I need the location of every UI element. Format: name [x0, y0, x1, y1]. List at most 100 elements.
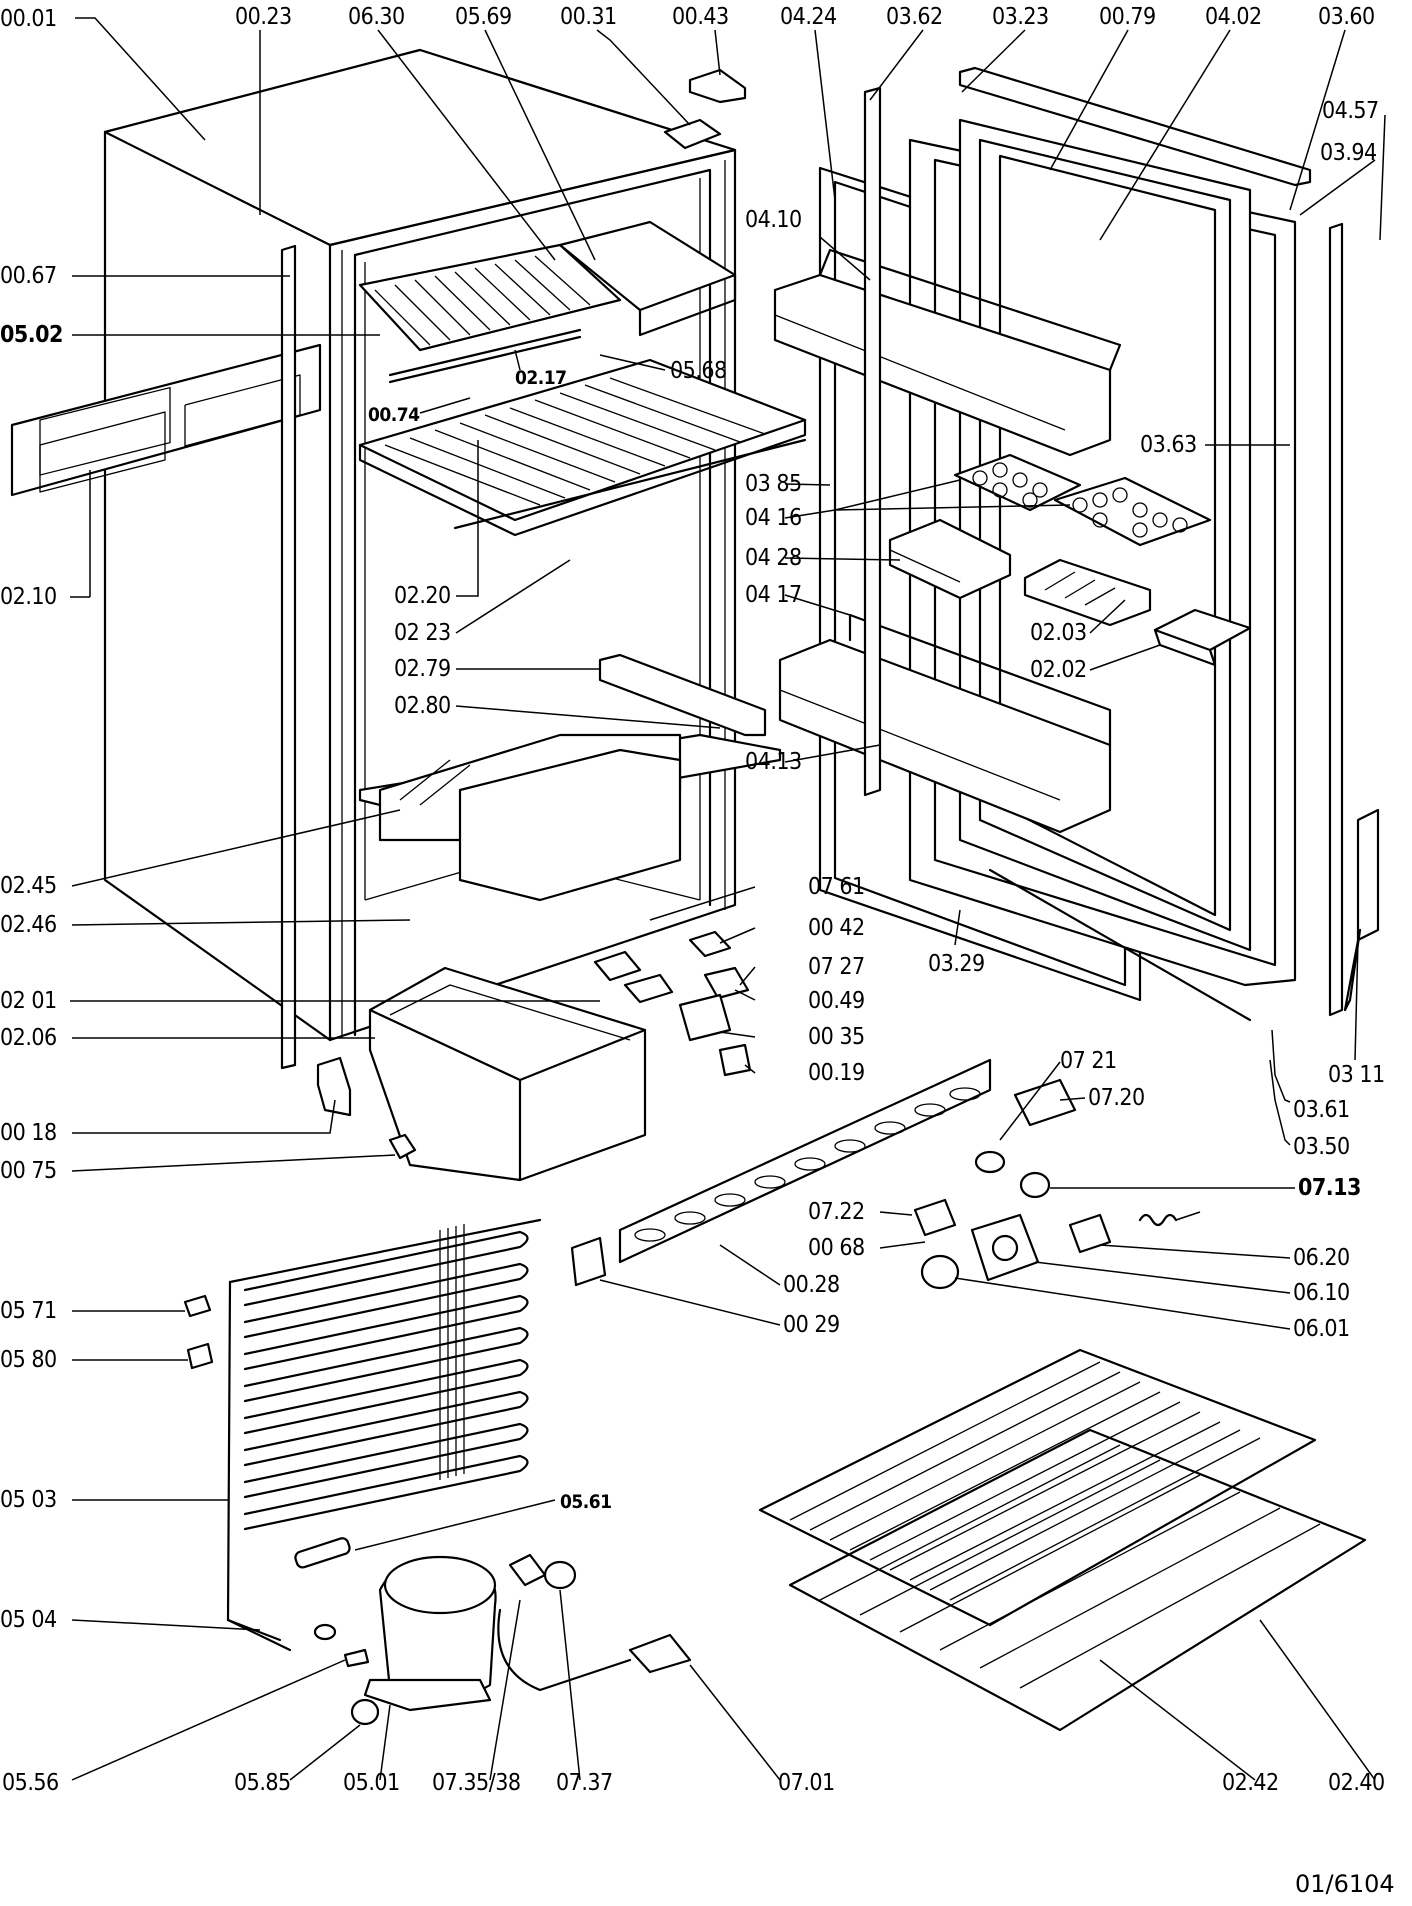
- part-label: 02.03: [1030, 620, 1087, 646]
- part-label: 05.68: [670, 358, 727, 384]
- part-label: 02.79: [394, 656, 451, 682]
- part-label: 02 01: [0, 988, 57, 1014]
- end-cap: [570, 1236, 607, 1287]
- evaporator: [358, 220, 737, 384]
- rail: [598, 653, 767, 737]
- part-label: 05 80: [0, 1347, 57, 1373]
- part-label: 02.06: [0, 1025, 57, 1051]
- glass-shelf: [358, 358, 807, 537]
- part-label: 00.43: [672, 4, 729, 30]
- top-bar: [958, 66, 1312, 187]
- part-label: 06.10: [1293, 1280, 1350, 1306]
- part-label: 07.20: [1088, 1085, 1145, 1111]
- part-label: 02.10: [0, 584, 57, 610]
- gasket-strip: [280, 244, 297, 1070]
- part-label: 05 71: [0, 1298, 57, 1324]
- part-label: 03.94: [1320, 140, 1377, 166]
- part-label: 04.10: [745, 207, 802, 233]
- crisper-cover: [358, 733, 782, 902]
- compressor: [226, 1537, 692, 1726]
- part-label: 02.46: [0, 912, 57, 938]
- part-label: 00 42: [808, 915, 865, 941]
- part-label: 05.01: [343, 1770, 400, 1796]
- drawer: [368, 966, 647, 1182]
- part-label: 04.02: [1205, 4, 1262, 30]
- part-label: 07.35/38: [432, 1770, 521, 1796]
- part-label: 03.60: [1318, 4, 1375, 30]
- part-label: 04 16: [745, 505, 802, 531]
- cabinet: [103, 48, 737, 1042]
- part-label: 03.23: [992, 4, 1049, 30]
- part-label: 02.20: [394, 583, 451, 609]
- part-label: 00 35: [808, 1024, 865, 1050]
- part-label: 02.02: [1030, 657, 1087, 683]
- part-label: 07.13: [1298, 1175, 1361, 1201]
- butter-dish: [888, 518, 1012, 600]
- part-label: 02.45: [0, 873, 57, 899]
- part-label: 00 29: [783, 1312, 840, 1338]
- hinge-strip: [1328, 222, 1380, 1017]
- ice-tray: [1023, 558, 1152, 627]
- hinge-bracket: [316, 1056, 352, 1117]
- part-label: 02 23: [394, 620, 451, 646]
- leader-lines: [70, 17, 1386, 1781]
- part-label: 02.42: [1222, 1770, 1279, 1796]
- foot: [388, 1133, 417, 1160]
- kick-plate: [618, 1058, 992, 1264]
- condenser: [183, 1218, 542, 1642]
- part-label: 05.02: [0, 322, 63, 348]
- small-tray: [1153, 608, 1252, 667]
- part-label: 04.57: [1322, 98, 1379, 124]
- part-label: 03.62: [886, 4, 943, 30]
- part-label: 03.63: [1140, 432, 1197, 458]
- door-shelf-top: [773, 248, 1122, 457]
- part-label: 02.17: [515, 367, 567, 389]
- part-label: 03.61: [1293, 1097, 1350, 1123]
- door-panel-left: [10, 343, 322, 497]
- top-hinge: [663, 68, 747, 150]
- egg-tray: [953, 453, 1212, 547]
- part-label: 03.50: [1293, 1134, 1350, 1160]
- part-label: 00 68: [808, 1235, 865, 1261]
- part-label: 04 28: [745, 545, 802, 571]
- part-label: 00.67: [0, 263, 57, 289]
- thermostat-group: [913, 1078, 1201, 1290]
- part-label: 02.40: [1328, 1770, 1385, 1796]
- part-label: 00.49: [808, 988, 865, 1014]
- part-label: 07 21: [1060, 1048, 1117, 1074]
- part-label: 05 03: [0, 1487, 57, 1513]
- part-label: 05 04: [0, 1607, 57, 1633]
- part-label: 02.80: [394, 693, 451, 719]
- part-label: 00.31: [560, 4, 617, 30]
- part-label: 07 27: [808, 954, 865, 980]
- small-brackets: [593, 930, 752, 1077]
- part-label: 04 17: [745, 582, 802, 608]
- wire-shelf: [758, 1348, 1367, 1732]
- part-label: 05.69: [455, 4, 512, 30]
- part-label: 00.19: [808, 1060, 865, 1086]
- part-label: 00.74: [368, 404, 420, 426]
- part-label: 06.01: [1293, 1316, 1350, 1342]
- part-label: 07.01: [778, 1770, 835, 1796]
- part-label: 07.37: [556, 1770, 613, 1796]
- part-label: 00.23: [235, 4, 292, 30]
- part-label: 04.13: [745, 749, 802, 775]
- part-label: 05.56: [2, 1770, 59, 1796]
- drawing-code: 01/6104: [1295, 1870, 1395, 1898]
- door-strip: [863, 86, 882, 797]
- part-label: 00 75: [0, 1158, 57, 1184]
- part-label: 06.30: [348, 4, 405, 30]
- part-label: 00.01: [0, 6, 57, 32]
- part-label: 00.79: [1099, 4, 1156, 30]
- part-label: 05.61: [560, 1491, 612, 1513]
- part-label: 07.22: [808, 1199, 865, 1225]
- part-label: 06.20: [1293, 1245, 1350, 1271]
- door-shelf-bottom: [778, 613, 1112, 834]
- part-label: 07 61: [808, 874, 865, 900]
- part-label: 04.24: [780, 4, 837, 30]
- part-label: 00 18: [0, 1120, 57, 1146]
- part-label: 03 85: [745, 471, 802, 497]
- part-label: 03.29: [928, 951, 985, 977]
- part-label: 05.85: [234, 1770, 291, 1796]
